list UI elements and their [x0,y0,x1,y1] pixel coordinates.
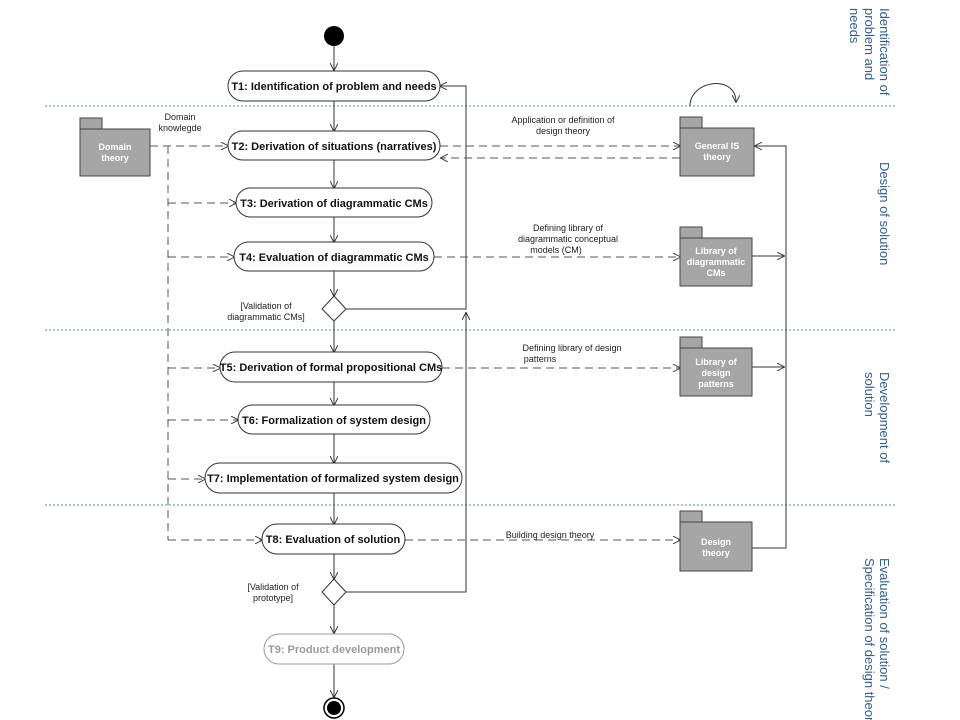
activity-t1: T1: Identification of problem and needs [227,70,441,102]
package-library-cms-line1: Library of [695,246,738,256]
note-building-theory: Building design theory [506,530,595,540]
decision-node-prototype [321,578,347,606]
note-domain-knowledge-line2: knowlegde [158,123,201,133]
control-flows [334,46,466,697]
note-application-theory-line1: Application or definition of [511,115,615,125]
package-design-theory: Design theory [679,510,753,572]
activity-t8: T8: Evaluation of solution [261,523,406,555]
activity-t1-label: T1: Identification of problem and needs [231,81,436,93]
package-library-patterns-line2: design [701,368,730,378]
package-domain-theory-line2: theory [101,153,129,163]
guard-validation-cms-line1: [Validation of [240,301,292,311]
activity-t9-label: T9: Product development [268,644,400,656]
activity-t3-label: T3: Derivation of diagrammatic CMs [240,198,428,210]
activity-t6: T6: Formalization of system design [237,404,431,435]
package-library-cms-line3: CMs [706,268,725,278]
lane-label-development-line1: Development of [877,372,892,463]
guard-validation-prototype: [Validation of prototype] [247,582,299,603]
activity-t2-label: T2: Derivation of situations (narratives… [232,141,437,153]
lane-label-design-line1: Design of solution [877,162,892,265]
note-domain-knowledge-line1: Domain [164,112,195,122]
final-node [323,697,345,719]
lane-label-problem: Identification of problem and needs [847,8,892,96]
note-defining-cm-line3: models (CM) [530,245,582,255]
package-domain-theory: Domain theory [79,117,151,177]
note-defining-patterns-line1: Defining library of design [522,343,621,353]
activity-t6-label: T6: Formalization of system design [242,415,426,427]
package-general-is-theory: General IS theory [679,116,755,177]
lane-dividers [45,105,895,506]
note-defining-patterns: Defining library of design patterns [522,343,621,364]
activity-t3: T3: Derivation of diagrammatic CMs [235,187,433,218]
activity-t8-label: T8: Evaluation of solution [266,534,401,546]
package-library-cms-line2: diagrammatic [687,257,746,267]
activity-t5-label: T5: Derivation of formal propositional C… [220,362,442,374]
package-library-patterns: Library of design patterns [679,336,753,397]
lane-label-problem-line3: needs [847,8,862,44]
lane-label-design: Design of solution [877,162,892,265]
lane-label-development: Development of solution [862,372,892,463]
package-design-theory-line2: theory [702,548,730,558]
note-building-theory-line1: Building design theory [506,530,595,540]
guard-validation-cms-line2: diagrammatic CMs] [227,312,305,322]
self-loop-general-is [689,83,736,107]
return-flows [752,146,787,549]
decision-node-cms [321,295,347,322]
note-application-theory-line2: design theory [536,126,591,136]
package-general-is-line2: theory [703,152,731,162]
guard-validation-prototype-line2: prototype] [253,593,293,603]
lane-label-problem-line2: problem and [862,8,877,80]
activity-t4-label: T4: Evaluation of diagrammatic CMs [239,252,428,264]
note-defining-patterns-line2: patterns [524,354,557,364]
package-library-cms: Library of diagrammatic CMs [679,226,753,287]
lane-label-development-line2: solution [862,372,877,417]
note-domain-knowledge: Domain knowlegde [158,112,201,133]
lane-label-evaluation-line1: Evaluation of solution / [877,558,892,689]
package-domain-theory-line1: Domain [98,142,131,152]
flow-loop-to-t1 [346,86,467,310]
object-flows [150,146,680,540]
activity-t7-label: T7: Implementation of formalized system … [207,473,459,485]
note-application-theory: Application or definition of design theo… [511,115,615,136]
activity-t4: T4: Evaluation of diagrammatic CMs [233,241,435,272]
lane-label-evaluation-line2: Specification of design theory [862,558,877,720]
lane-label-evaluation: Evaluation of solution / Specification o… [862,558,892,720]
initial-node [324,26,344,46]
package-library-patterns-line3: patterns [698,379,734,389]
package-library-patterns-line1: Library of [695,357,738,367]
package-general-is-line1: General IS [695,141,740,151]
note-defining-cm-line1: Defining library of [533,223,604,233]
activity-t5: T5: Derivation of formal propositional C… [219,351,443,383]
package-design-theory-line1: Design [701,537,731,547]
activity-t9: T9: Product development [263,633,405,665]
guard-validation-cms: [Validation of diagrammatic CMs] [227,301,305,322]
note-defining-cm-line2: diagrammatic conceptual [518,234,618,244]
activity-t7: T7: Implementation of formalized system … [204,462,463,494]
guard-validation-prototype-line1: [Validation of [247,582,299,592]
return-design-theory [752,146,787,549]
flow-loop-to-t5 [346,313,466,593]
lane-label-problem-line1: Identification of [877,8,892,96]
note-defining-cm: Defining library of diagrammatic concept… [518,223,618,255]
activity-t2: T2: Derivation of situations (narratives… [227,130,441,161]
